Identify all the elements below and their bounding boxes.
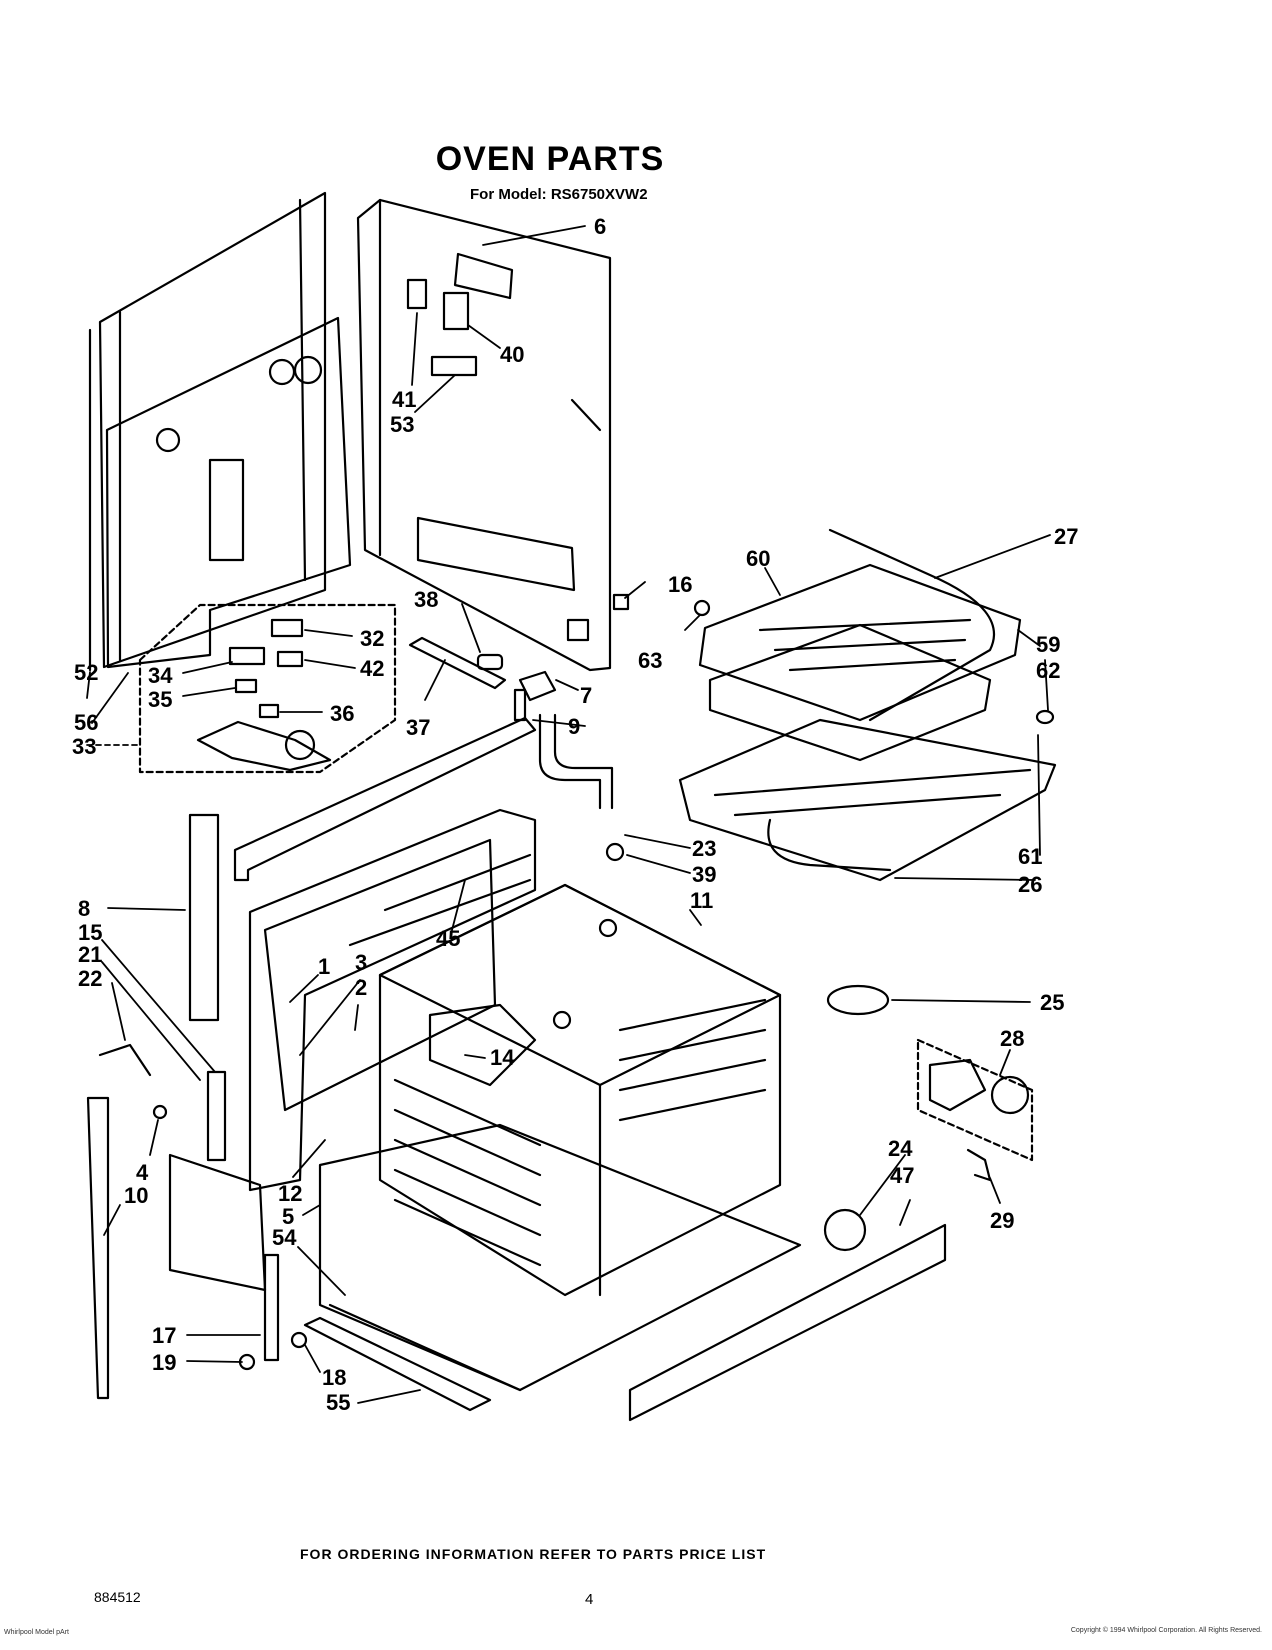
callout-28: 28 (1000, 1026, 1024, 1051)
oven-base (303, 1123, 947, 1422)
callout-54: 54 (272, 1225, 297, 1250)
callout-11: 11 (690, 888, 713, 913)
callout-4: 4 (136, 1160, 149, 1185)
copyright-fine-print: Copyright © 1994 Whirlpool Corporation. … (1070, 1627, 1262, 1634)
callout-25: 25 (1040, 990, 1064, 1015)
callout-55: 55 (326, 1390, 350, 1415)
small-parts-center (408, 593, 630, 722)
callout-38: 38 (414, 587, 438, 612)
callout-15: 15 (78, 920, 102, 945)
page-title: OVEN PARTS (435, 140, 665, 178)
callout-41: 41 (392, 387, 416, 412)
callout-22: 22 (78, 966, 102, 991)
oven-light-assembly (826, 984, 1034, 1182)
page-number: 4 (585, 1591, 594, 1608)
callout-52: 52 (74, 660, 98, 685)
callout-8: 8 (78, 896, 90, 921)
vent-tube (538, 713, 625, 862)
fine-print-left: Whirlpool Model pArt (4, 1629, 69, 1636)
callout-2: 2 (355, 975, 367, 1000)
callout-47: 47 (890, 1163, 914, 1188)
callout-3: 3 (355, 950, 367, 975)
callout-45: 45 (436, 926, 460, 951)
callout-19: 19 (152, 1350, 176, 1375)
callout-17: 17 (152, 1323, 176, 1348)
callout-33: 33 (72, 734, 96, 759)
callout-9: 9 (568, 714, 580, 739)
front-frame-assembly (233, 716, 537, 1192)
callout-7: 7 (580, 683, 592, 708)
leader-lines (86, 225, 1051, 1404)
callout-53: 53 (390, 412, 414, 437)
callout-16: 16 (668, 572, 692, 597)
callout-42: 42 (360, 656, 384, 681)
callout-40: 40 (500, 342, 524, 367)
callout-61: 61 (1018, 844, 1042, 869)
callout-62: 62 (1036, 658, 1060, 683)
wiring-components-box (138, 603, 397, 774)
model-subtitle: For Model: RS6750XVW2 (470, 186, 648, 203)
callout-35: 35 (148, 687, 172, 712)
callout-18: 18 (322, 1365, 346, 1390)
callout-37: 37 (406, 715, 430, 740)
callout-labels: 6 40 41 53 16 38 32 42 34 35 36 37 7 9 5… (72, 214, 1078, 1415)
callout-14: 14 (490, 1045, 515, 1070)
callout-27: 27 (1054, 524, 1078, 549)
callout-39: 39 (692, 862, 716, 887)
document-number: 884512 (94, 1589, 141, 1605)
callout-59: 59 (1036, 632, 1060, 657)
callout-26: 26 (1018, 872, 1042, 897)
callout-32: 32 (360, 626, 384, 651)
callout-63: 63 (638, 648, 662, 673)
side-panel-assembly (88, 191, 352, 672)
callout-60: 60 (746, 546, 770, 571)
callout-34: 34 (148, 663, 173, 688)
callout-5: 5 (282, 1204, 294, 1229)
callout-10: 10 (124, 1183, 148, 1208)
racks-and-broil-element (678, 528, 1057, 882)
callout-23: 23 (692, 836, 716, 861)
callout-21: 21 (78, 942, 102, 967)
callout-24: 24 (888, 1136, 913, 1161)
callout-12: 12 (278, 1181, 302, 1206)
callout-36: 36 (330, 701, 354, 726)
ordering-info-note: FOR ORDERING INFORMATION REFER TO PARTS … (300, 1546, 767, 1562)
callout-29: 29 (990, 1208, 1014, 1233)
door-hinge-parts (86, 813, 308, 1400)
oven-liner (378, 883, 782, 1297)
callout-1: 1 (318, 954, 330, 979)
callout-6: 6 (594, 214, 606, 239)
callout-56: 56 (74, 710, 98, 735)
